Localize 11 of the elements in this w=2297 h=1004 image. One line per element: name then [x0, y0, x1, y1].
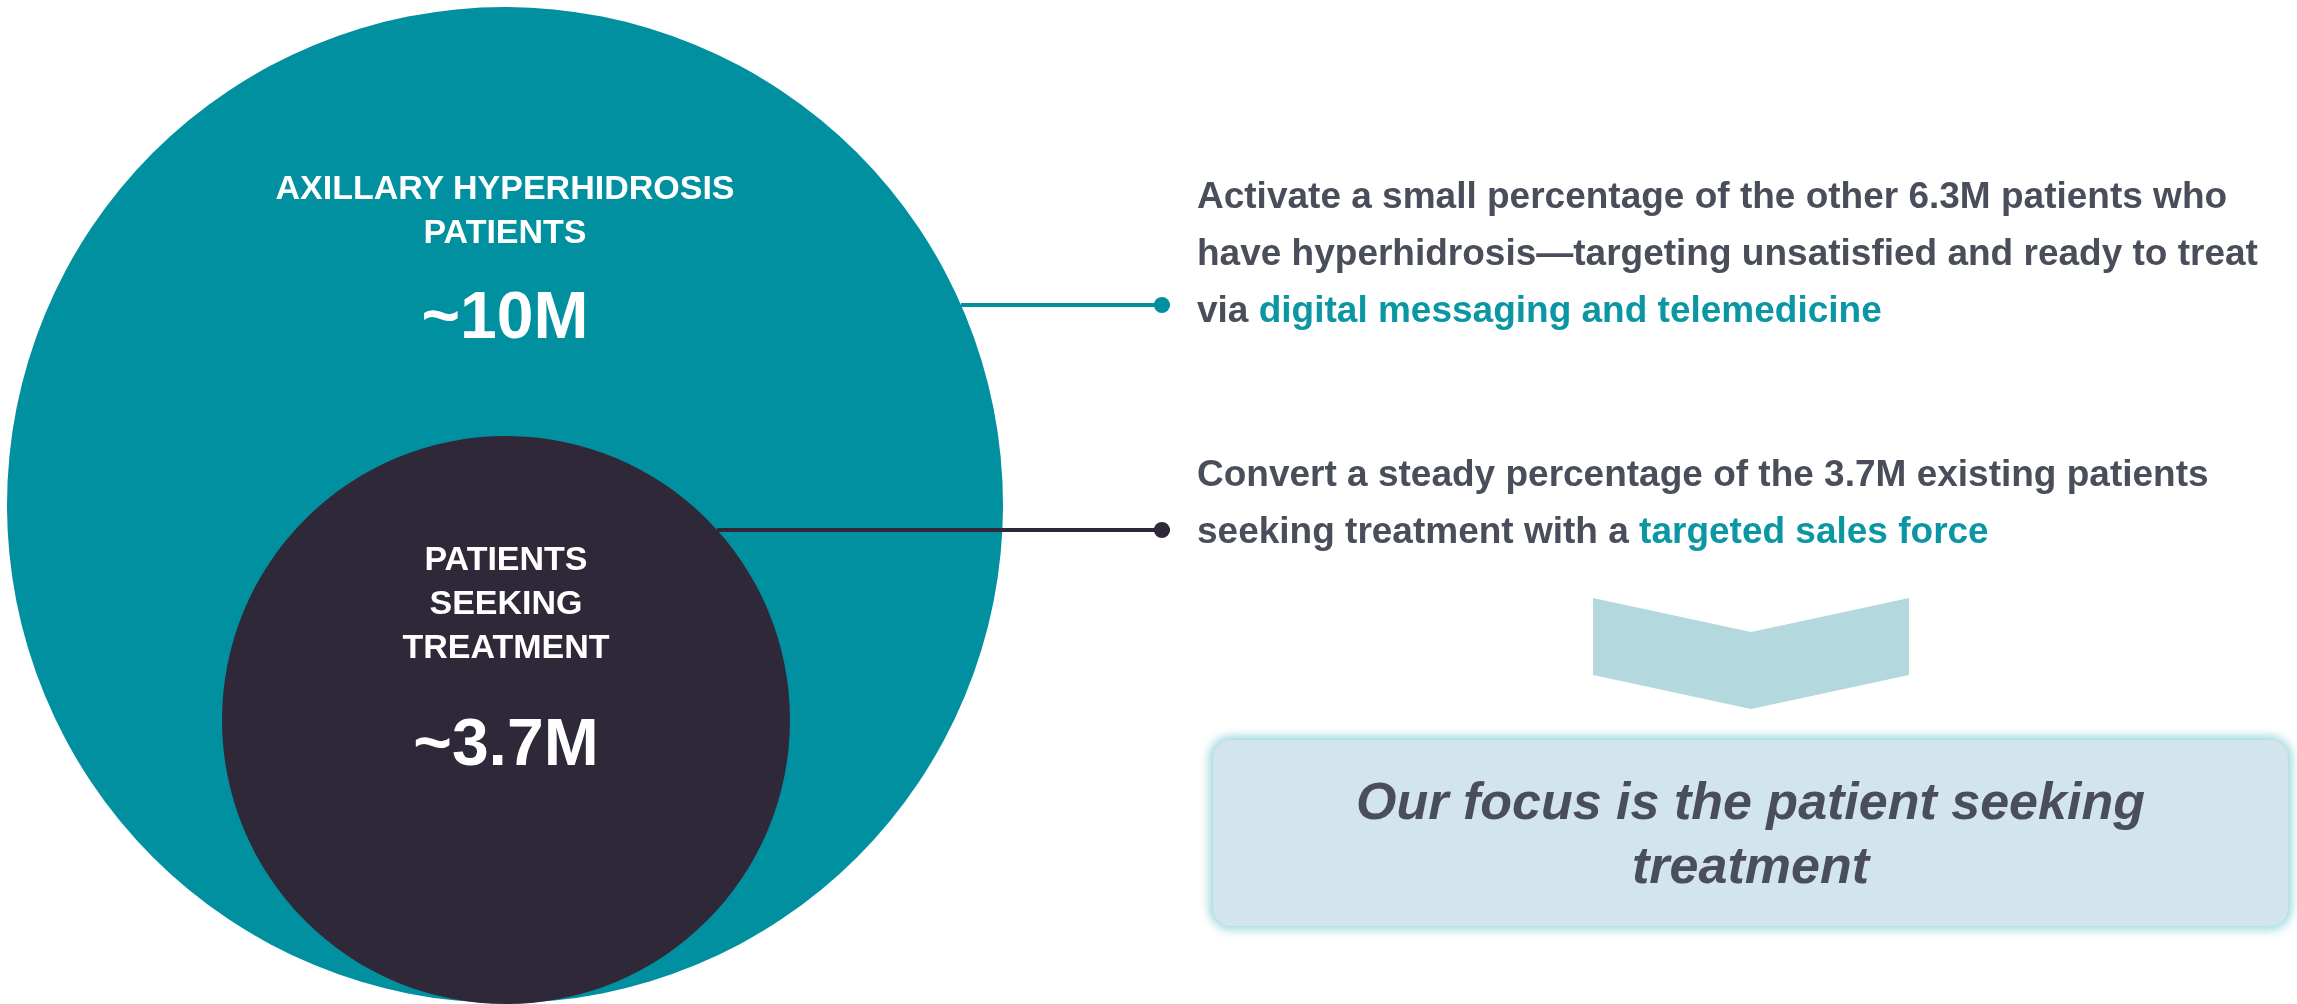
leader-line	[961, 297, 1170, 313]
patient-count: ~10M	[420, 277, 590, 353]
description-text: Convert a steady percentage of the 3.7M existing patients seeking treatment with a targeted sales force	[1170, 445, 2285, 559]
description-text: Activate a small percentage of the other 6.3M patients who have hyperhidrosis—targeting unsatisfied and ready to treat via digital messaging and telemedicine	[1170, 167, 2285, 338]
leader-line	[717, 522, 1170, 538]
circle-heading: AXILLARY HYPERHIDROSIS PATIENTS	[274, 167, 736, 252]
chevron-arrow	[1592, 598, 1909, 709]
patient-count: ~3.7M	[412, 704, 600, 780]
circle-heading: PATIENTS SEEKING TREATMENT	[401, 538, 611, 667]
focus-statement: Our focus is the patient seeking treatment	[1355, 771, 2146, 896]
focus-box	[1213, 740, 2288, 926]
